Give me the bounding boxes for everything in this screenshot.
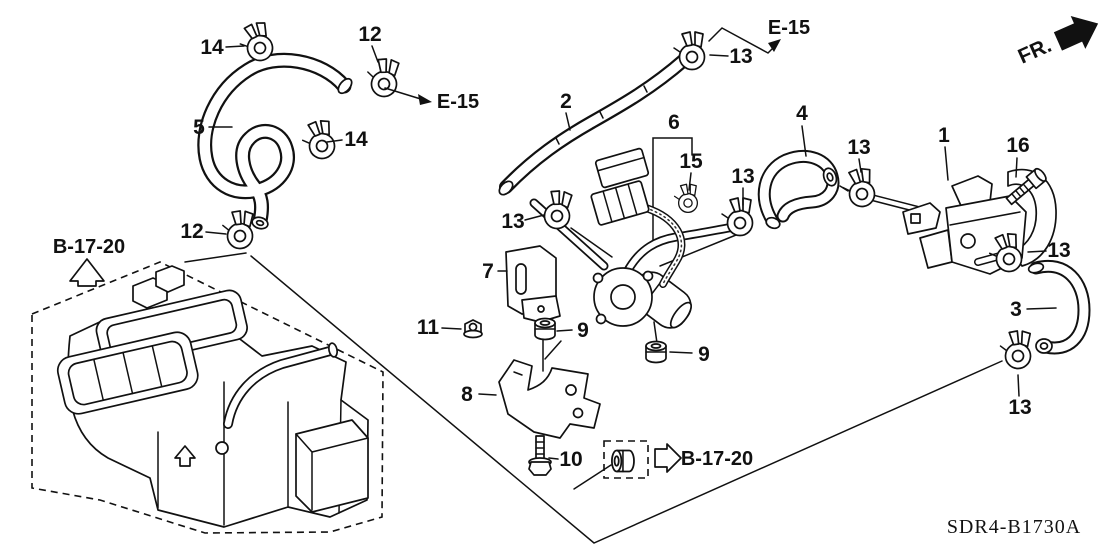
leader-line-2-5 [565,112,571,131]
part-callout-12: 12 [358,23,381,46]
leader-line-12-4 [205,231,227,235]
b1720-up-arrow [69,258,105,287]
leader-line-13-14 [524,214,545,221]
ref-label-B-17-20-3: B-17-20 [681,448,753,470]
connector-upper [594,147,650,189]
leader-line-15-8 [688,172,692,191]
harness-part6 [590,147,686,288]
bolt-10 [528,435,552,476]
part-callout-1: 1 [938,124,950,147]
clip-15 [673,183,699,214]
fr-label: FR. [1015,34,1055,69]
part-callout-13: 13 [847,136,870,159]
ref-label-E-15-0: E-15 [437,91,479,113]
valve-connector [902,202,941,235]
part-callout-14: 14 [344,128,368,151]
part-callout-12: 12 [180,220,203,243]
fr-direction: FR. [1015,16,1099,69]
part-callout-13: 13 [1008,396,1031,419]
leader-line-10-20 [548,457,559,460]
clamp-13-hose4-top [839,166,877,210]
bracket-8 [498,359,601,439]
leader-line-9-16 [556,329,573,332]
leader-line-1-12 [944,146,949,181]
clamp-13-hose3-bottom [998,329,1033,370]
part-callout-9: 9 [698,343,710,366]
leader-line-13-22 [1027,250,1047,253]
part-callout-4: 4 [796,102,808,125]
part-callout-2: 2 [560,90,572,113]
part-callout-7: 7 [482,260,494,283]
hose-5 [197,52,353,230]
e15-arrow-right [708,27,781,54]
clamp-12-top [363,55,402,100]
grommet-9b [645,340,667,364]
grommet-9a [534,317,556,341]
leader-line-13-6 [709,54,729,57]
part-callout-13: 13 [501,210,524,233]
hose-4 [757,149,840,230]
bolt-16 [1005,167,1047,206]
part-callout-5: 5 [193,116,205,139]
bracket-7 [505,245,561,323]
hose-2 [498,53,691,196]
heater-intake-grille [56,331,199,415]
valve-flange [1007,168,1057,267]
leader-line-4-9 [801,125,807,157]
part-callout-9: 9 [577,319,589,342]
valve-solenoid [951,175,993,209]
leader-line-9-17 [669,351,693,354]
leader-line-11-18 [441,327,462,330]
heater-right-duct [295,419,369,513]
leader-line-13-11 [858,158,862,173]
ref-label-B-17-20-2: B-17-20 [53,236,125,258]
clamp-14-mid [299,118,338,163]
hose-3 [1027,259,1091,355]
clamp-12-bottom [220,208,256,251]
e15-arrow-left [384,87,432,105]
grommet-in-box [611,449,635,473]
b1720-right-arrow [654,443,682,473]
diagram-code: SDR4-B1730A [947,516,1081,538]
ref-label-E-15-1: E-15 [768,17,810,39]
leader-line-3-21 [1026,307,1057,310]
part-callout-13: 13 [731,165,754,188]
part-callout-16: 16 [1006,134,1029,157]
part-callout-15: 15 [679,150,703,173]
part-callout-11: 11 [417,316,440,339]
part-callout-8: 8 [461,383,473,406]
part-callout-13: 13 [729,45,752,68]
leader-line-13-23 [1017,374,1020,397]
part-callout-13: 13 [1047,239,1070,262]
part-callout-3: 3 [1010,298,1022,321]
heater-rear-tab2 [155,265,185,293]
part-callout-6: 6 [668,111,680,134]
leader-line-12-1 [371,45,379,63]
b1720-grommet-box [603,440,649,479]
leader-line-8-19 [478,393,497,396]
leader-line-14-3 [326,139,343,143]
part-callout-10: 10 [559,448,582,471]
leader-line-16-13 [1015,157,1018,178]
leader-line-14-0 [225,45,245,48]
nut-11 [463,319,483,339]
part6-bracket-line [652,137,693,243]
part-callout-14: 14 [200,36,224,59]
connector-lower [590,180,650,226]
heater-unit [56,265,369,528]
